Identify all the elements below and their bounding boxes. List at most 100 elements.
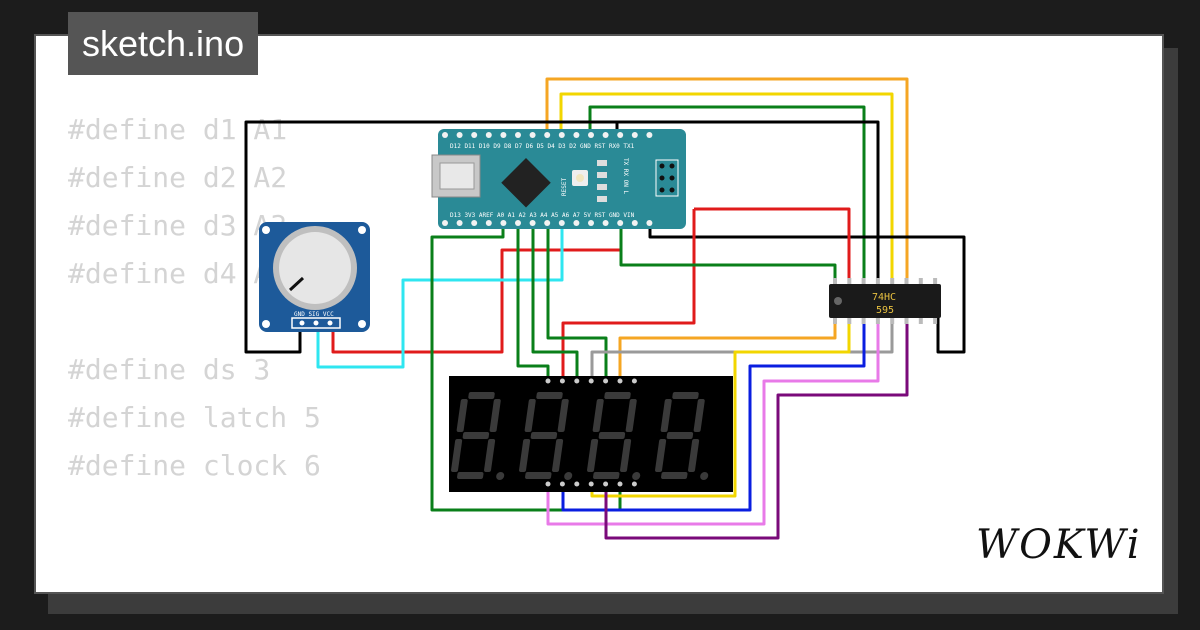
segment — [693, 399, 705, 432]
header-pin[interactable] — [529, 220, 536, 226]
header-pin[interactable] — [485, 132, 492, 138]
header-pin[interactable] — [646, 132, 653, 138]
code-line: #define d3 A3 — [68, 209, 288, 242]
top-pin-labels: D12 D11 D10 D9 D8 D7 D6 D5 D4 D3 D2 GND … — [450, 143, 635, 150]
display-pin — [559, 481, 565, 487]
display-pin — [617, 481, 623, 487]
wire-green-5 — [531, 222, 579, 378]
segment — [604, 392, 631, 399]
header-pin[interactable] — [485, 220, 492, 226]
segment — [672, 392, 699, 399]
wire-green-2 — [619, 222, 837, 278]
seven-segment-display[interactable] — [449, 376, 733, 492]
header-pin[interactable] — [588, 220, 594, 226]
bottom-pin-header[interactable] — [442, 220, 653, 226]
header-pin[interactable] — [588, 132, 594, 138]
segment — [525, 472, 552, 479]
header-pin[interactable] — [500, 220, 507, 226]
segment — [655, 439, 667, 472]
chip-pin — [833, 278, 837, 286]
window-title: sketch.ino — [68, 12, 259, 75]
header-pin[interactable] — [631, 132, 638, 138]
header-pin[interactable] — [471, 220, 478, 226]
wire-cyan-1 — [316, 222, 564, 369]
wire-gray-1 — [590, 318, 894, 378]
header-pin[interactable] — [573, 220, 580, 226]
segment — [593, 472, 620, 479]
header-pin[interactable] — [617, 220, 624, 226]
header-pin[interactable] — [544, 132, 551, 138]
chip-pin — [904, 278, 909, 286]
header-pin[interactable] — [602, 220, 609, 226]
header-pin[interactable] — [646, 220, 653, 226]
decimal-point — [496, 472, 505, 480]
segment — [688, 439, 700, 472]
segment — [536, 392, 563, 399]
display-digit — [587, 392, 641, 480]
chip-pin — [875, 278, 880, 286]
display-pin — [545, 378, 551, 384]
header-pin[interactable] — [573, 132, 580, 138]
header-pin[interactable] — [456, 132, 463, 138]
segment — [552, 439, 564, 472]
header-pin[interactable] — [456, 220, 463, 226]
chip-label-line1: 74HC — [872, 292, 896, 303]
code-background: #define d1 A1#define d2 A2#define d3 A3#… — [68, 106, 321, 592]
top-pin-header[interactable] — [442, 132, 653, 138]
status-leds — [597, 160, 607, 202]
wire-green-1 — [588, 105, 866, 278]
header-pin[interactable] — [442, 132, 448, 138]
header-pin[interactable] — [558, 132, 565, 138]
display-digit — [655, 392, 709, 480]
header-pin[interactable] — [442, 220, 448, 226]
segment — [519, 439, 531, 472]
decimal-point — [632, 472, 641, 480]
header-pin[interactable] — [558, 220, 565, 226]
wire-purple-1 — [604, 318, 909, 540]
header-pin[interactable] — [631, 220, 638, 226]
segment — [484, 439, 496, 472]
display-pin — [574, 481, 580, 487]
segment — [661, 472, 688, 479]
header-pin[interactable] — [617, 132, 624, 138]
segment — [457, 472, 484, 479]
header-pin[interactable] — [515, 132, 521, 138]
segment — [530, 432, 558, 439]
potentiometer[interactable]: GND SIG VCC — [259, 222, 370, 332]
chip-pin — [933, 278, 938, 286]
chip-pin — [904, 316, 909, 324]
code-line: #define ds 3 — [68, 353, 271, 386]
wire-red-1 — [331, 222, 623, 354]
display-pin — [588, 481, 594, 487]
header-pin[interactable] — [471, 132, 478, 138]
wire-yellow-1 — [559, 92, 894, 278]
display-pin — [617, 378, 623, 384]
header-pin[interactable] — [544, 220, 551, 226]
header-pin[interactable] — [529, 132, 536, 138]
display-digit — [451, 392, 505, 480]
display-pin — [631, 378, 637, 384]
shift-register-74hc595[interactable]: 74HC 595 — [829, 278, 941, 324]
display-pin — [603, 481, 609, 487]
wire-pink-1 — [546, 318, 880, 526]
wire-black-1 — [615, 120, 880, 278]
display-pin — [631, 481, 637, 487]
chip-pin — [861, 316, 866, 324]
arduino-board — [438, 129, 686, 229]
display-pin — [559, 378, 565, 384]
arduino-nano[interactable]: RESET TX RX ON L D12 D11 D10 D9 D8 D7 D6… — [431, 129, 686, 229]
header-pin[interactable] — [602, 132, 609, 138]
potentiometer-pin-labels: GND SIG VCC — [294, 311, 334, 318]
header-pin[interactable] — [515, 220, 521, 226]
wire-black-2 — [244, 120, 617, 354]
potentiometer-knob[interactable] — [279, 232, 351, 304]
display-digit — [519, 392, 573, 480]
segment — [587, 439, 599, 472]
segment — [666, 432, 694, 439]
header-pin[interactable] — [500, 132, 507, 138]
segment — [451, 439, 463, 472]
display-pin — [545, 481, 551, 487]
chip-pin — [833, 316, 837, 324]
wire-blue-1 — [561, 318, 866, 512]
